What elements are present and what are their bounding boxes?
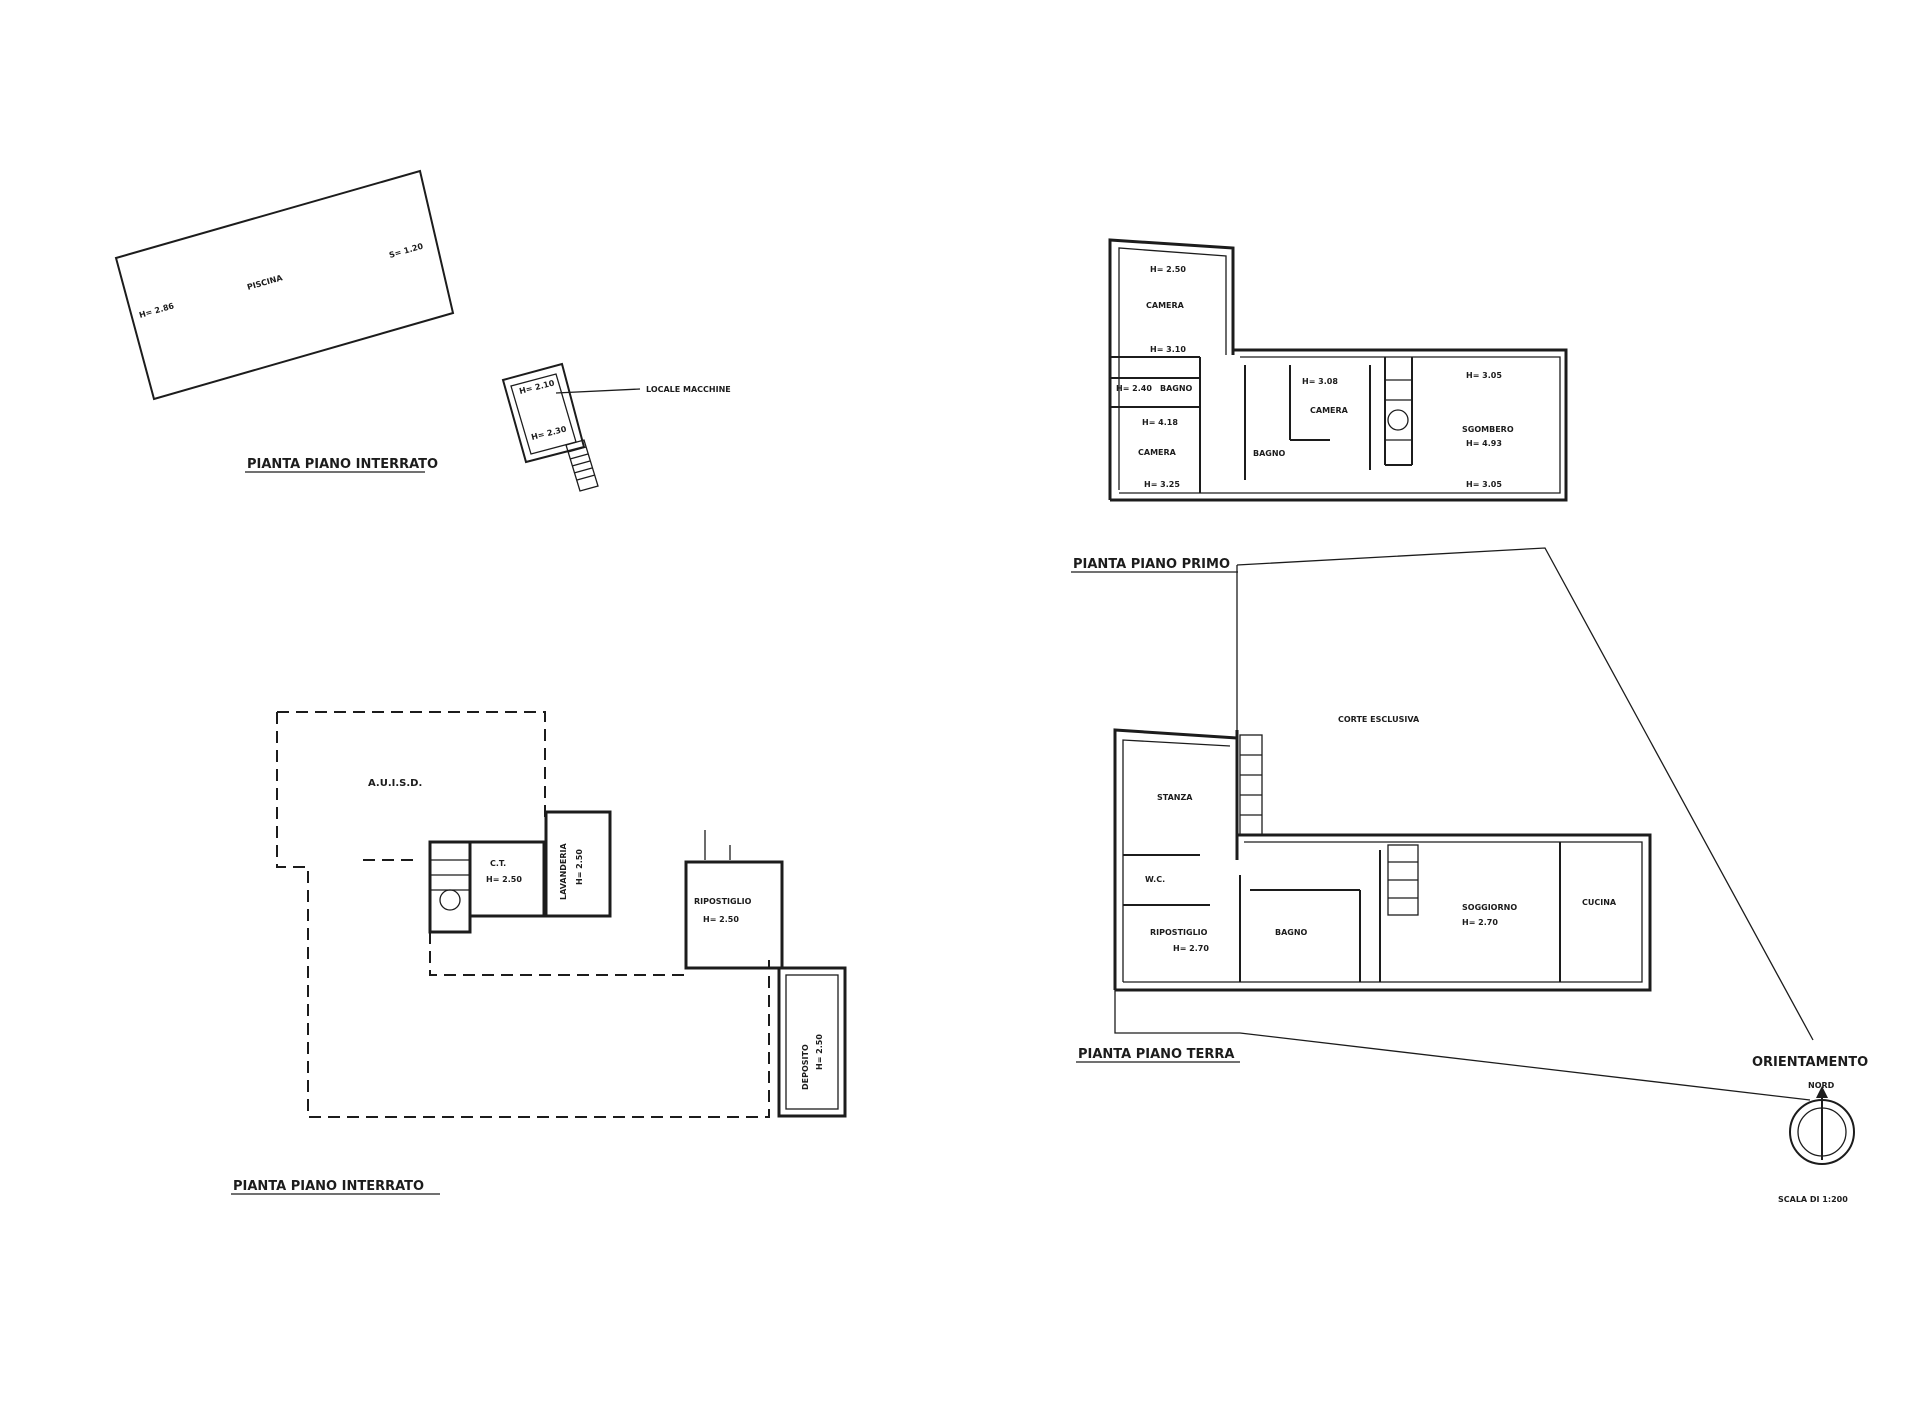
bagno-ground-label: BAGNO: [1275, 928, 1308, 937]
laundry-room: [544, 810, 612, 918]
abuse-label: A.U.I.S.D.: [368, 778, 422, 789]
basement-stair: [428, 840, 472, 934]
sgombero-height-top: H= 3.05: [1466, 371, 1502, 380]
bagno1-label: BAGNO: [1160, 384, 1193, 393]
machine-room-stair: [565, 439, 599, 492]
bagno1-height: H= 2.40: [1116, 384, 1152, 393]
sgombero-height-bottom: H= 3.05: [1466, 480, 1502, 489]
laundry-height: H= 2.50: [575, 849, 584, 885]
title-basement-top: PIANTA PIANO INTERRATO: [247, 457, 438, 472]
basement-plan: A.U.I.S.D. C.T. H= 2.50 LAVANDERIA H= 2.…: [276, 711, 847, 1118]
machine-room-outer: [501, 362, 586, 464]
court-boundary: [1236, 547, 1814, 1041]
pool-outline: [114, 169, 455, 401]
orientation-title: ORIENTAMENTO: [1752, 1055, 1868, 1070]
pool-height-left: H= 2.86: [138, 301, 175, 320]
machine-room-label: LOCALE MACCHINE: [646, 385, 731, 394]
laundry-label: LAVANDERIA: [559, 842, 568, 900]
machine-room-height-top: H= 2.10: [518, 378, 555, 396]
camera3-height: H= 3.08: [1302, 377, 1338, 386]
machine-room-plan: H= 2.10 H= 2.30 LOCALE MACCHINE: [501, 362, 731, 492]
storage-label: RIPOSTIGLIO: [694, 897, 752, 906]
camera3-label: CAMERA: [1310, 406, 1349, 415]
ground-floor-plan: CORTE ESCLUSIVA STANZA W.C. RIPOSTIGLIO …: [1113, 547, 1814, 1101]
orientation-compass: ORIENTAMENTO NORD SCALA DI 1:200: [1752, 1055, 1868, 1204]
court-label: CORTE ESCLUSIVA: [1338, 715, 1420, 724]
machine-room-height-bottom: H= 2.30: [530, 424, 567, 442]
wc-label: W.C.: [1145, 875, 1165, 884]
camera1-height-top: H= 2.50: [1150, 265, 1186, 274]
title-ground-floor: PIANTA PIANO TERRA: [1078, 1047, 1234, 1062]
ripostiglio-ground-height: H= 2.70: [1173, 944, 1209, 953]
deposit-label: DEPOSITO: [801, 1044, 810, 1090]
sgombero-height-mid: H= 4.93: [1466, 439, 1502, 448]
soggiorno-label: SOGGIORNO: [1462, 903, 1517, 912]
scale-label: SCALA DI 1:200: [1778, 1195, 1848, 1204]
camera1-label: CAMERA: [1146, 301, 1185, 310]
deposit-height: H= 2.50: [815, 1034, 824, 1070]
first-floor-plan: H= 2.50 CAMERA H= 3.10 H= 2.40 BAGNO H= …: [1108, 238, 1568, 502]
sgombero-label: SGOMBERO: [1462, 425, 1514, 434]
pool-height-right: S= 1.20: [388, 242, 425, 260]
camera2-height-top: H= 4.18: [1142, 418, 1178, 427]
north-label: NORD: [1808, 1081, 1835, 1090]
title-basement-bottom: PIANTA PIANO INTERRATO: [233, 1179, 424, 1194]
cucina-label: CUCINA: [1582, 898, 1617, 907]
soggiorno-height: H= 2.70: [1462, 918, 1498, 927]
camera1-height-bottom: H= 3.10: [1150, 345, 1186, 354]
bagno2-label: BAGNO: [1253, 449, 1286, 458]
camera2-height-bottom: H= 3.25: [1144, 480, 1180, 489]
title-first-floor: PIANTA PIANO PRIMO: [1073, 557, 1230, 572]
storage-height: H= 2.50: [703, 915, 739, 924]
ripostiglio-ground-label: RIPOSTIGLIO: [1150, 928, 1208, 937]
ct-room: [468, 840, 546, 918]
deposit-room: [777, 966, 847, 1118]
storage-room: [684, 860, 784, 970]
camera2-label: CAMERA: [1138, 448, 1177, 457]
ct-height: H= 2.50: [486, 875, 522, 884]
machine-room-leader: [555, 388, 641, 394]
pool-plan: PISCINA H= 2.86 S= 1.20: [114, 169, 455, 401]
stanza-label: STANZA: [1157, 793, 1193, 802]
pool-label: PISCINA: [246, 273, 284, 292]
ct-label: C.T.: [490, 859, 506, 868]
